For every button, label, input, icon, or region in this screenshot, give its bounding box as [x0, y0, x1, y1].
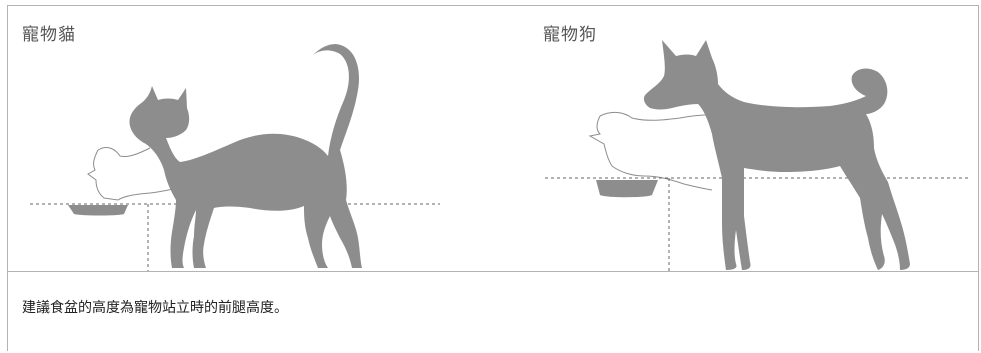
dog-silhouette-icon	[643, 40, 910, 270]
dog-panel-label: 寵物狗	[543, 25, 597, 45]
cat-panel-label: 寵物貓	[22, 25, 76, 45]
dog-bowl-icon	[596, 180, 658, 198]
recommendation-caption: 建議食盆的高度為寵物站立時的前腿高度。	[22, 300, 288, 316]
cat-bowl-icon	[68, 205, 128, 216]
section-divider	[7, 271, 979, 272]
cat-silhouette-icon	[129, 44, 362, 268]
cat-eating-outline	[87, 147, 179, 201]
pet-bowl-height-illustration	[30, 40, 968, 271]
illustration-frame	[7, 5, 979, 351]
